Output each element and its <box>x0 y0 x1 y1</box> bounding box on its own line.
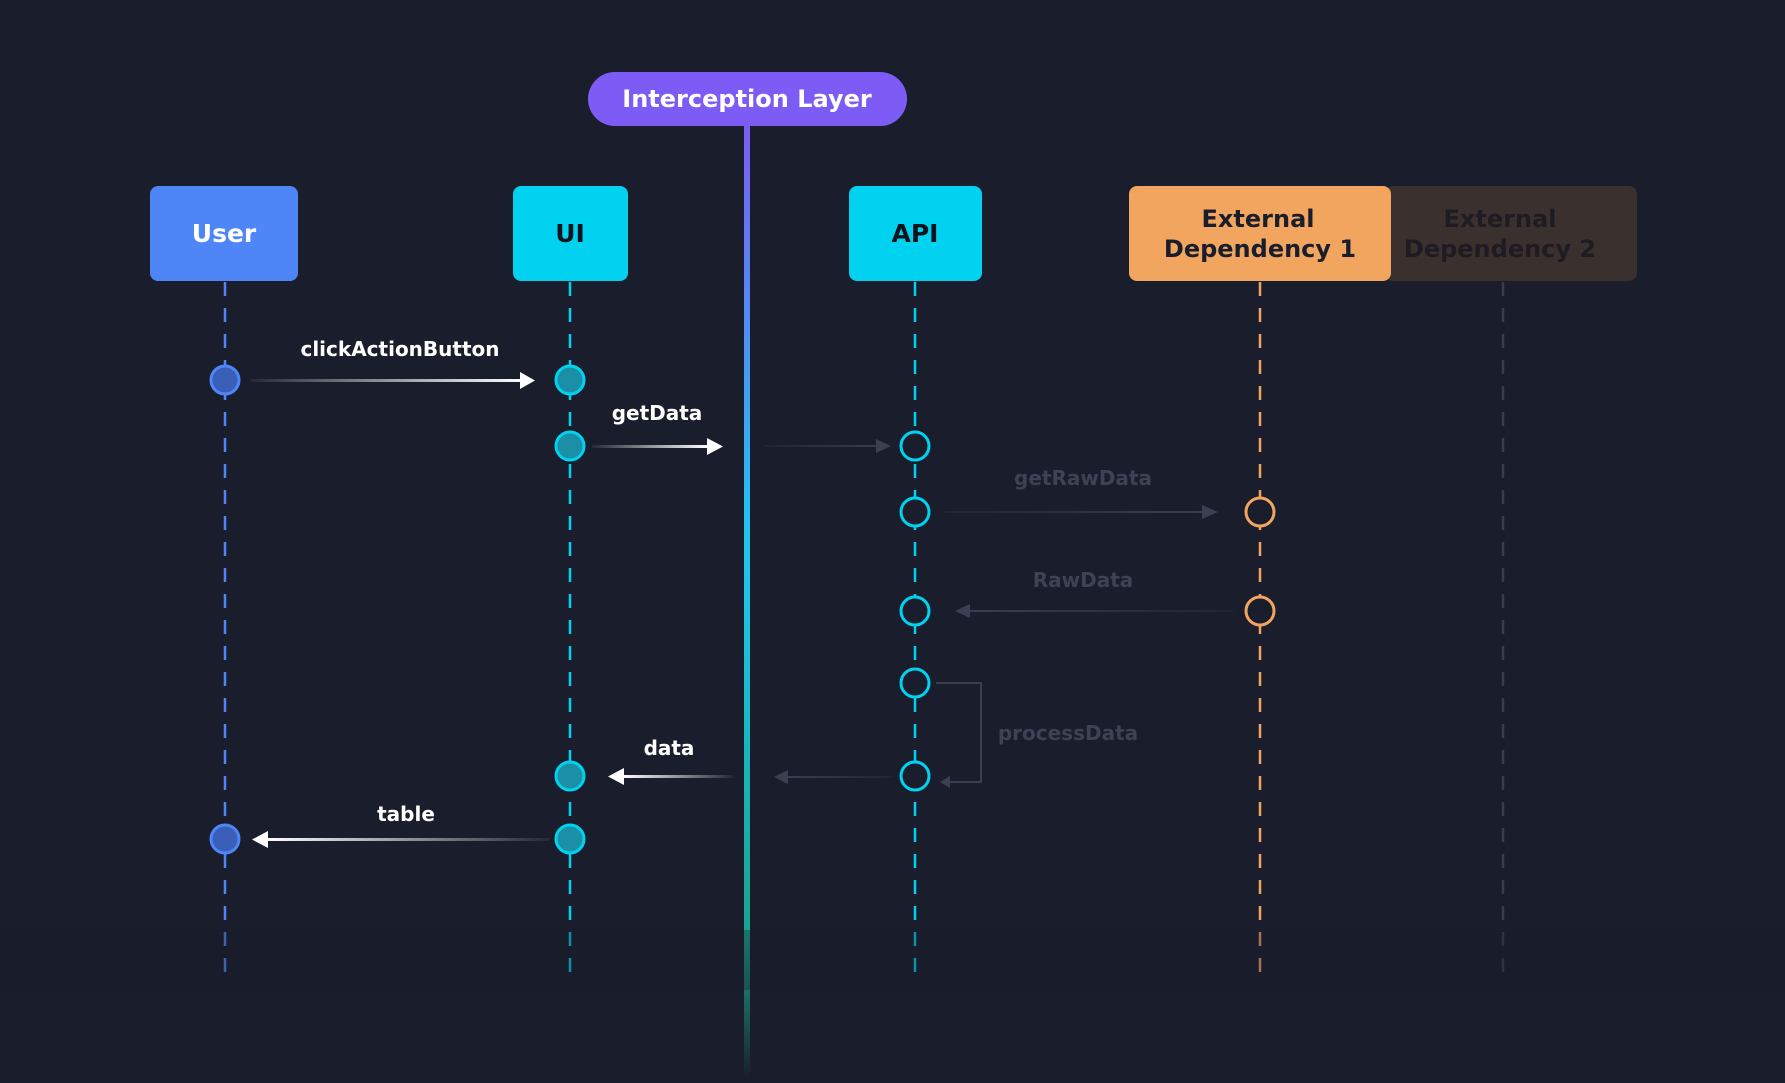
node-api-5 <box>899 760 931 792</box>
arrowhead <box>774 770 788 784</box>
arrowhead <box>940 776 950 788</box>
node-ui-2 <box>554 430 586 462</box>
interception-layer-label: Interception Layer <box>622 85 872 113</box>
arrowhead <box>520 372 535 389</box>
participant-external-dependency-1: External Dependency 1 <box>1129 186 1391 281</box>
message-data: data <box>608 736 893 785</box>
message-label-processdata: processData <box>998 721 1138 745</box>
arrowhead <box>608 768 624 785</box>
interception-layer-line <box>744 124 750 1079</box>
node-api-1 <box>899 430 931 462</box>
participant-user: User <box>150 186 298 281</box>
message-label-clickactionbutton: clickActionButton <box>300 337 499 361</box>
node-api-2 <box>899 496 931 528</box>
bottom-fade <box>0 930 1785 990</box>
message-processdata: processData <box>936 682 1138 788</box>
participant-ui-label: UI <box>555 219 585 248</box>
node-user-2 <box>209 823 241 855</box>
arrowhead <box>1202 505 1218 519</box>
node-api-3 <box>899 595 931 627</box>
participant-user-label: User <box>192 219 257 248</box>
node-ui-3 <box>554 760 586 792</box>
participant-api-label: API <box>892 219 939 248</box>
node-api-4 <box>899 667 931 699</box>
participant-api: API <box>849 186 982 281</box>
message-rawdata: RawData <box>955 568 1233 618</box>
participant-ext1-label-line1: External <box>1202 205 1315 233</box>
node-ext1-1 <box>1244 496 1276 528</box>
message-label-table: table <box>377 802 435 826</box>
message-table: table <box>252 802 550 848</box>
arrowhead <box>252 831 268 848</box>
node-ui-1 <box>554 364 586 396</box>
arrowhead <box>955 604 970 618</box>
participant-ext1-label-line2: Dependency 1 <box>1164 235 1356 263</box>
participant-ext2-label-line1: External <box>1444 205 1557 233</box>
message-label-getdata: getData <box>612 401 703 425</box>
arrowhead <box>707 438 723 455</box>
node-ui-4 <box>554 823 586 855</box>
message-label-getrawdata: getRawData <box>1014 466 1152 490</box>
message-getdata: getData <box>592 401 891 455</box>
arrowhead <box>876 439 891 453</box>
message-label-data: data <box>644 736 695 760</box>
message-getrawdata: getRawData <box>944 466 1218 519</box>
participant-external-dependency-2: External Dependency 2 <box>1385 186 1637 281</box>
participant-ext2-label-line2: Dependency 2 <box>1404 235 1596 263</box>
node-user-1 <box>209 364 241 396</box>
message-clickactionbutton: clickActionButton <box>250 337 535 389</box>
participant-ui: UI <box>513 186 628 281</box>
node-ext1-2 <box>1244 595 1276 627</box>
message-label-rawdata: RawData <box>1033 568 1134 592</box>
interception-layer-pill: Interception Layer <box>588 72 907 126</box>
